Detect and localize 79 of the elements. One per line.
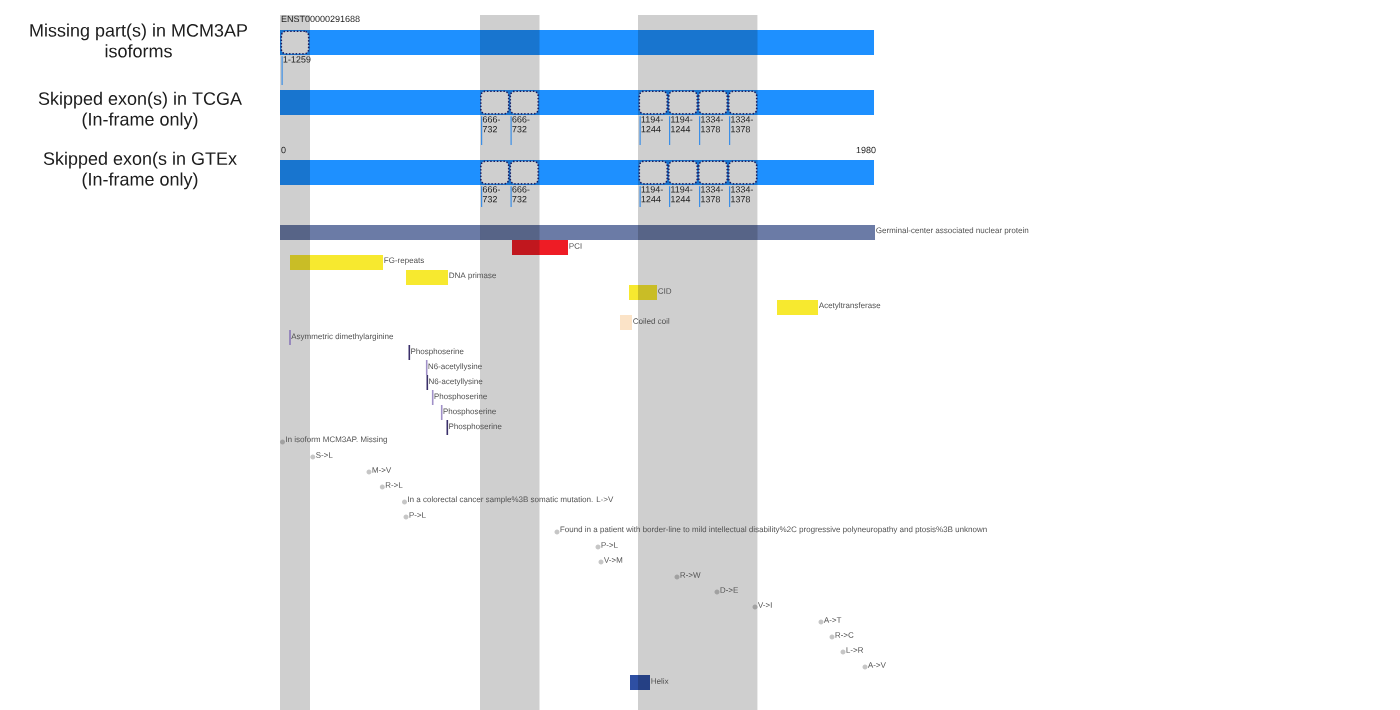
feature-label: Coiled coil (633, 318, 670, 324)
domain-bar (512, 240, 568, 255)
site-tick (446, 420, 449, 435)
exon-box (280, 30, 310, 55)
domain-bar (620, 315, 632, 330)
variant-label: L->R (846, 647, 864, 653)
site-tick (425, 360, 428, 375)
exon-box (728, 160, 758, 185)
site-label: N6-acetyllysine (428, 363, 482, 371)
feature-label: Helix (651, 678, 669, 684)
range-label: 666-732 (482, 116, 500, 133)
exon-box (509, 160, 539, 185)
variant-label: M->V (372, 467, 392, 473)
variant-label: A->T (823, 617, 842, 623)
site-tick (289, 330, 291, 345)
variant-label: P->L (409, 512, 426, 518)
exon-box (480, 90, 510, 115)
scale-label: 0 (281, 146, 286, 154)
variant-label: A->V (867, 662, 886, 668)
range-label: 1194-1244 (671, 116, 693, 133)
variant-label: V->M (603, 557, 623, 563)
scale-label: 1980 (856, 146, 876, 154)
site-label: N6-acetyllysine (429, 378, 483, 386)
site-label: Phosphoserine (449, 423, 502, 431)
site-tick (408, 345, 411, 360)
exon-box (668, 160, 698, 185)
site-label: Asymmetric dimethylarginine (291, 333, 394, 341)
site-label: Phosphoserine (443, 408, 496, 416)
transcript-id: ENST00000291688 (281, 15, 360, 23)
range-label: 666-732 (512, 186, 530, 203)
variant-label: In a colorectal cancer sample%3B somatic mutation. L->V (408, 496, 614, 504)
site-tick (426, 375, 429, 390)
variant-label: In isoform MCM3AP. Missing (286, 436, 387, 444)
exon-box (698, 160, 728, 185)
range-label: 1194-1244 (671, 186, 693, 203)
exon-box (698, 90, 728, 115)
variant-label: V->I (757, 602, 772, 608)
feature-label: Acetyltransferase (818, 302, 881, 310)
site-label: Phosphoserine (411, 348, 464, 356)
variant-label: S->L (316, 452, 333, 458)
range-label: 1334-1378 (731, 186, 754, 203)
exon-box (728, 90, 758, 115)
domain-bar (290, 255, 383, 270)
exon-box (480, 160, 510, 185)
protein-bar (280, 225, 875, 240)
domain-bar (777, 300, 818, 315)
domain-bar (630, 675, 650, 690)
variant-label: Found in a patient with border-line to mild intellectual disability%2C progressive polyneuropathy and ptosis%3B unknown (560, 526, 987, 534)
variant-label: R->C (835, 632, 854, 638)
feature-label: Germinal-center associated nuclear protein (876, 227, 1029, 235)
range-label: 1194-1244 (641, 186, 663, 203)
domain-bar (406, 270, 448, 285)
feature-label: PCI (569, 243, 582, 249)
range-label: 1334-1378 (731, 116, 754, 133)
range-label: 1334-1378 (701, 186, 724, 203)
row-heading: Skipped exon(s in GTEx (In-frame only) (43, 151, 237, 190)
variant-label: D->E (720, 587, 738, 593)
range-label: 666-732 (482, 186, 500, 203)
range-label: 1334-1378 (701, 116, 724, 133)
range-label: 1194-1244 (641, 116, 663, 133)
row-heading: Skipped exon(s) in TCGA (In-frame only) (38, 91, 242, 130)
transcript-bar (280, 30, 874, 55)
variant-label: P->L (601, 542, 618, 548)
feature-label: FG-repeats (384, 257, 424, 265)
range-label: 666-732 (512, 116, 530, 133)
site-tick (431, 390, 434, 405)
range-label: 1-1259 (283, 56, 311, 63)
variant-label: R->L (385, 482, 403, 488)
feature-label: CID (658, 288, 672, 294)
site-tick (440, 405, 443, 420)
exon-box (638, 90, 668, 115)
row-heading: Missing part(s) in MCM3AP isoforms (30, 23, 248, 58)
exon-box (668, 90, 698, 115)
exon-box (509, 90, 539, 115)
domain-bar (629, 285, 657, 300)
site-label: Phosphoserine (434, 393, 487, 401)
variant-label: R->W (680, 572, 701, 578)
exon-box (638, 160, 668, 185)
feature-label: DNA primase (449, 272, 496, 280)
